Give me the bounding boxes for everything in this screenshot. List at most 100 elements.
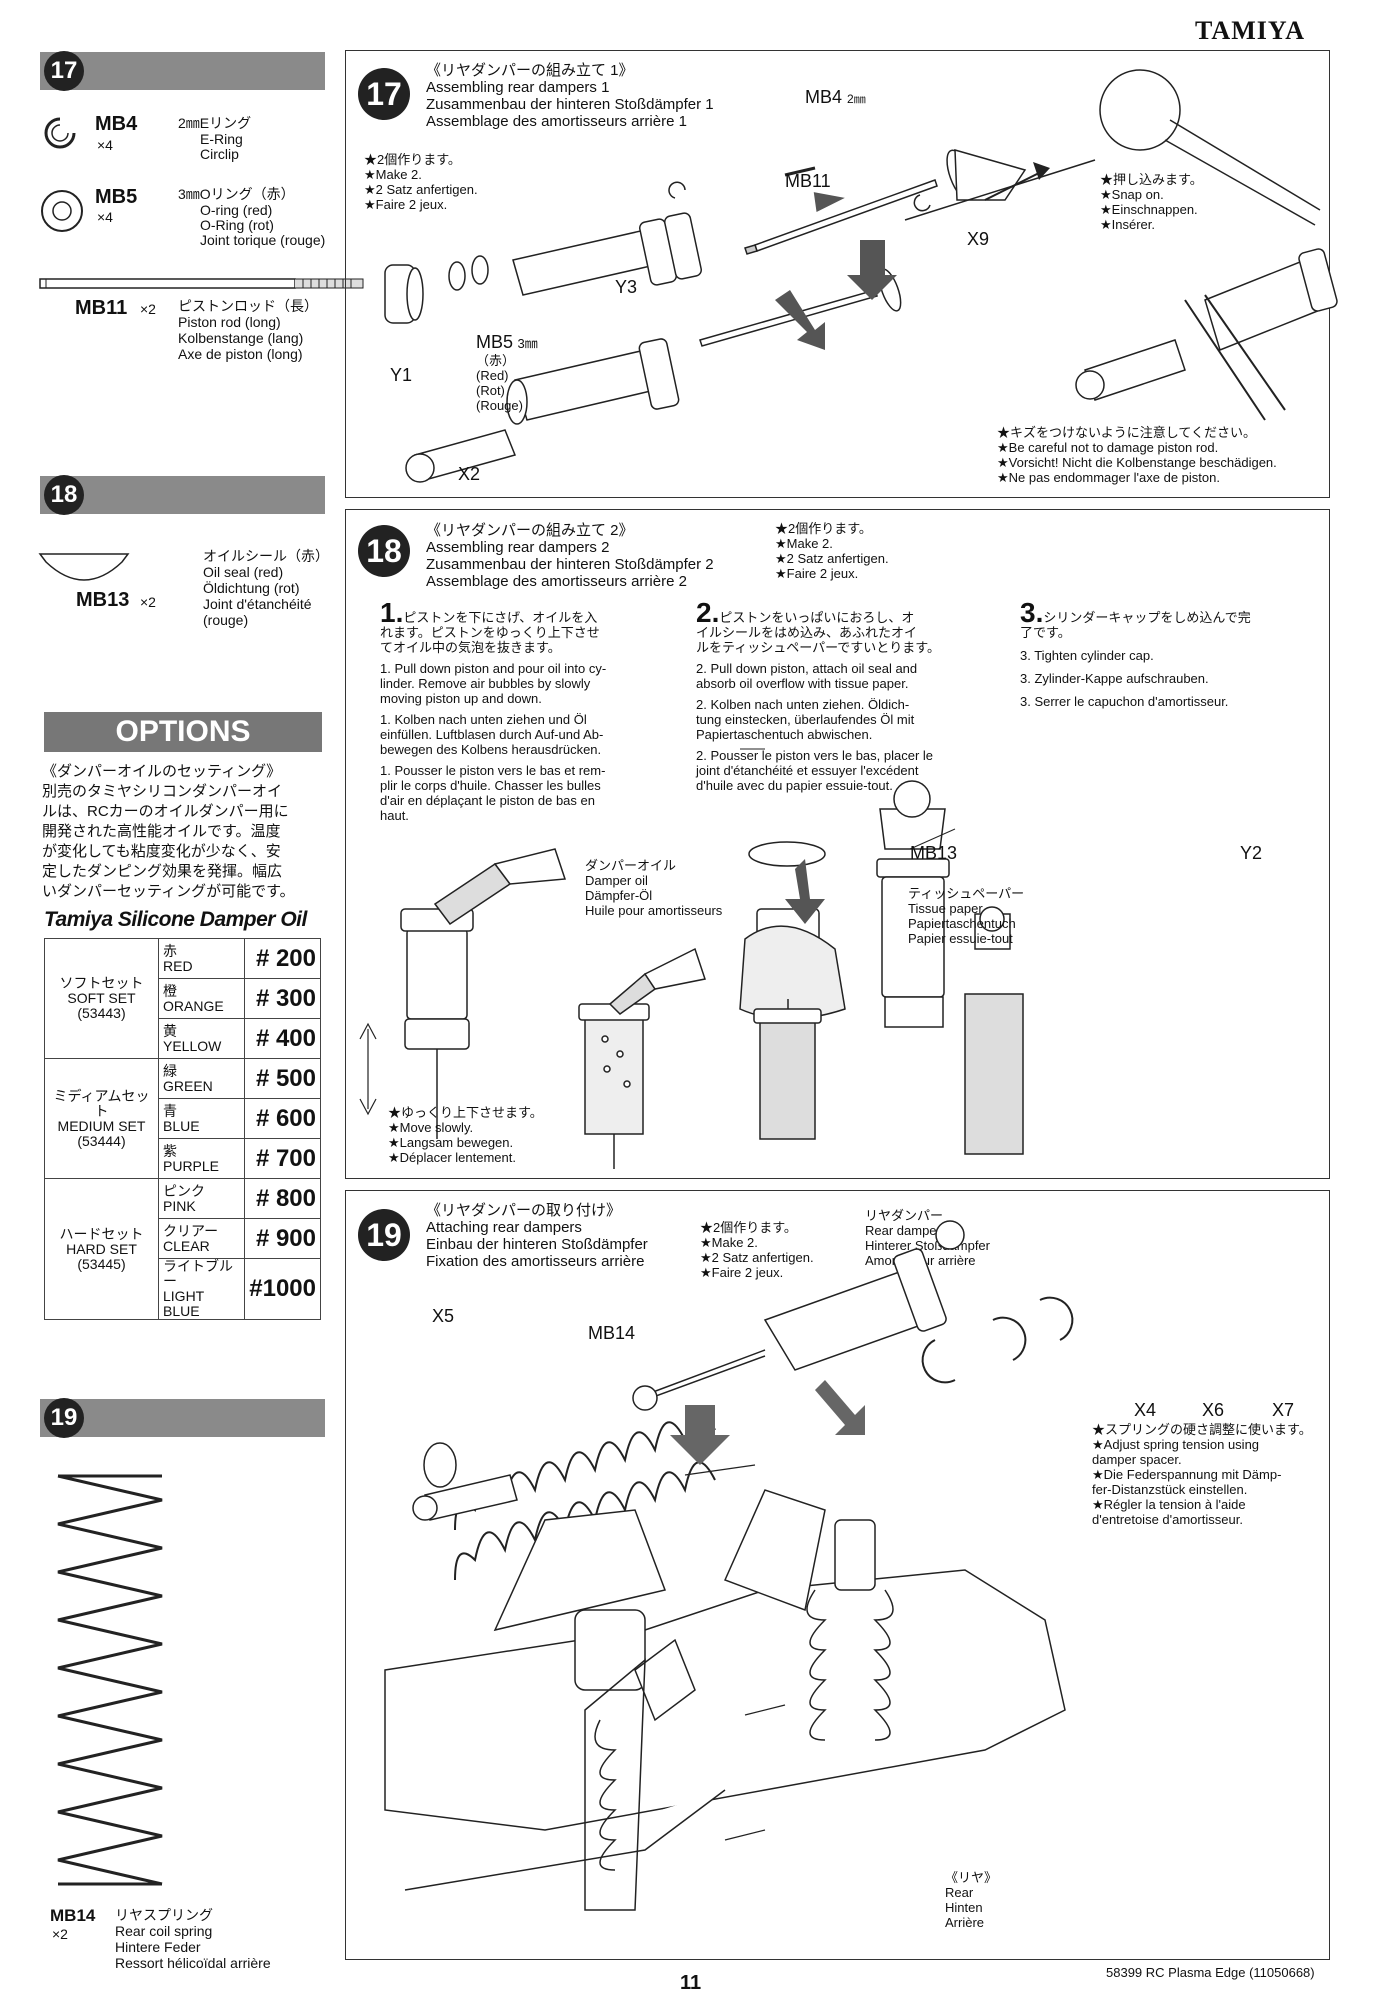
part-name: ピストンロッド（長）: [178, 298, 318, 314]
step17-parts-number: 17: [44, 51, 84, 91]
part-code-mb13: MB13: [76, 589, 130, 611]
part-qty-mb14: ×2: [52, 1926, 68, 1942]
part-name: O-Ring (rot): [200, 217, 274, 233]
step18-number: 18: [358, 525, 410, 577]
oil-weight: # 200: [244, 938, 321, 979]
oil-seal-icon: [38, 553, 130, 581]
step18-illustration: [359, 748, 1024, 1169]
move-slowly-note: ★ゆっくり上下させます。★Move slowly.★Langsam bewege…: [388, 1105, 543, 1165]
part-name: Axe de piston (long): [178, 346, 303, 362]
label-x2: X2: [458, 464, 481, 484]
part-name: Öldichtung (rot): [203, 580, 300, 596]
part-qty-mb13: ×2: [140, 594, 156, 610]
part-code-mb4: MB4: [95, 113, 138, 135]
part-name: E-Ring: [200, 131, 243, 147]
step18-parts-bar: [40, 476, 325, 514]
oil-weight: # 700: [244, 1138, 321, 1179]
coil-spring-icon: [57, 1474, 163, 1886]
part-qty-mb5: ×4: [97, 209, 113, 225]
step17-make2: ★2個作ります。★Make 2.★2 Satz anfertigen.★Fair…: [364, 152, 478, 212]
label-x5: X5: [432, 1306, 455, 1326]
page-number: 11: [680, 1972, 702, 1994]
part-name: O-ring (red): [200, 202, 273, 218]
part-name: リヤスプリング: [115, 1907, 213, 1923]
e-ring-icon: [44, 117, 76, 149]
step19-panel: [345, 1190, 1330, 1960]
part-name: Rear coil spring: [115, 1923, 213, 1939]
substep1-text: 1.ピストンを下にさげ、オイルを入 れます。ピストンをゆっくり上下させ てオイル…: [380, 597, 607, 824]
oil-weight: # 500: [244, 1058, 321, 1099]
step19-illustration: [384, 1220, 1074, 1911]
oil-weight: # 900: [244, 1218, 321, 1259]
part-name: Oil seal (red): [203, 564, 284, 580]
step19-parts-number: 19: [44, 1398, 84, 1438]
part-size-mb5: 3㎜Oリング（赤）: [178, 186, 295, 202]
oil-weight: # 300: [244, 978, 321, 1019]
step17-illustration: [384, 69, 1338, 483]
step17-title: 《リヤダンパーの組み立て 1》Assembling rear dampers 1…: [426, 62, 714, 130]
o-ring-icon: [41, 190, 83, 232]
part-name: Ressort hélicoïdal arrière: [115, 1955, 271, 1971]
part-qty-mb4: ×4: [97, 137, 113, 153]
label-mb5: MB5 3㎜ （赤） (Red) (Rot) (Rouge): [476, 332, 538, 413]
label-y2: Y2: [1240, 843, 1263, 863]
piston-rod-icon: [39, 278, 364, 289]
part-name: Piston rod (long): [178, 314, 281, 330]
brand-logo: TAMIYA: [1195, 16, 1306, 45]
label-mb14: MB14: [588, 1323, 636, 1343]
part-name: Kolbenstange (lang): [178, 330, 304, 346]
label-y1: Y1: [390, 365, 413, 385]
substep3-text: 3.シリンダーキャップをしめ込んで完 了です。 3. Tighten cylin…: [1020, 597, 1251, 710]
oil-weight: # 600: [244, 1098, 321, 1139]
label-mb13: MB13: [910, 843, 958, 863]
oil-weight: #1000: [244, 1258, 321, 1320]
part-code-mb14: MB14: [50, 1906, 96, 1925]
label-x7: X7: [1272, 1400, 1295, 1420]
step18-parts-number: 18: [44, 475, 84, 515]
substep2-text: 2.ピストンをいっぱいにおろし、オ イルシールをはめ込み、あふれたオイ ルをティ…: [696, 597, 941, 794]
part-code-mb5: MB5: [95, 186, 138, 208]
step17-number: 17: [358, 68, 410, 120]
options-heading: OPTIONS: [44, 712, 322, 752]
snap-note: ★押し込みます。★Snap on.★Einschnappen.★Insérer.: [1100, 172, 1203, 232]
part-name: (rouge): [203, 612, 249, 628]
oil-weight: # 400: [244, 1018, 321, 1059]
step18-title: 《リヤダンパーの組み立て 2》Assembling rear dampers 2…: [426, 522, 714, 590]
label-mb11: MB11: [785, 171, 831, 191]
careful-note: ★キズをつけないように注意してください。★Be careful not to d…: [997, 425, 1277, 485]
part-name: Joint d'étanchéité: [203, 596, 312, 612]
part-name: Circlip: [200, 146, 239, 162]
step18-make2: ★2個作ります。★Make 2.★2 Satz anfertigen.★Fair…: [775, 521, 889, 581]
part-name: Joint torique (rouge): [200, 232, 326, 248]
label-x9: X9: [967, 229, 990, 249]
label-x4: X4: [1134, 1400, 1157, 1420]
part-qty-mb11: ×2: [140, 301, 156, 317]
part-name: Hintere Feder: [115, 1939, 201, 1955]
label-x6: X6: [1202, 1400, 1225, 1420]
oil-table-title: Tamiya Silicone Damper Oil: [44, 908, 307, 931]
step19-parts-bar: [40, 1399, 325, 1437]
step19-make2: ★2個作ります。★Make 2.★2 Satz anfertigen.★Fair…: [700, 1220, 814, 1280]
oil-weight: # 800: [244, 1178, 321, 1219]
part-code-mb11: MB11: [75, 297, 128, 319]
part-name: オイルシール（赤）: [203, 548, 329, 564]
step17-parts-bar: [40, 52, 325, 90]
step19-number: 19: [358, 1209, 410, 1261]
